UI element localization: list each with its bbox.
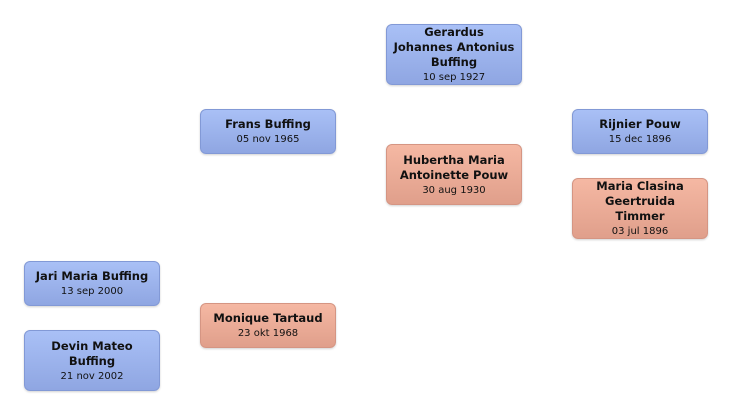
person-birth-date: 23 okt 1968 bbox=[237, 328, 299, 339]
person-birth-date: 15 dec 1896 bbox=[608, 134, 672, 145]
person-name: Hubertha Maria Antoinette Pouw bbox=[399, 152, 509, 182]
person-birth-date: 30 aug 1930 bbox=[422, 184, 486, 196]
person-birth-date: 13 sep 2000 bbox=[60, 286, 124, 297]
person-name: Rijnier Pouw bbox=[599, 117, 681, 131]
person-name: Maria Clasina Geertruida Timmer bbox=[596, 179, 684, 223]
person-birth-date: 10 sep 1927 bbox=[422, 72, 486, 83]
person-name: Frans Buffing bbox=[225, 117, 311, 131]
person-card-hubertha[interactable]: Hubertha Maria Antoinette Pouw 30 aug 19… bbox=[386, 144, 522, 205]
person-name: Devin Mateo Buffing bbox=[51, 338, 133, 368]
person-card-monique[interactable]: Monique Tartaud 23 okt 1968 bbox=[200, 303, 336, 348]
person-name: Monique Tartaud bbox=[213, 311, 323, 325]
person-birth-date: 03 jul 1896 bbox=[611, 226, 669, 237]
person-name: Gerardus Johannes Antonius Buffing bbox=[393, 25, 515, 69]
person-card-frans[interactable]: Frans Buffing 05 nov 1965 bbox=[200, 109, 336, 154]
person-name: Jari Maria Buffing bbox=[35, 269, 149, 283]
person-card-jari[interactable]: Jari Maria Buffing 13 sep 2000 bbox=[24, 261, 160, 306]
person-birth-date: 05 nov 1965 bbox=[236, 134, 300, 145]
person-card-gerardus[interactable]: Gerardus Johannes Antonius Buffing 10 se… bbox=[386, 24, 522, 85]
person-card-devin[interactable]: Devin Mateo Buffing 21 nov 2002 bbox=[24, 330, 160, 391]
person-card-rijnier[interactable]: Rijnier Pouw 15 dec 1896 bbox=[572, 109, 708, 154]
person-card-maria[interactable]: Maria Clasina Geertruida Timmer 03 jul 1… bbox=[572, 178, 708, 239]
person-birth-date: 21 nov 2002 bbox=[60, 370, 124, 382]
